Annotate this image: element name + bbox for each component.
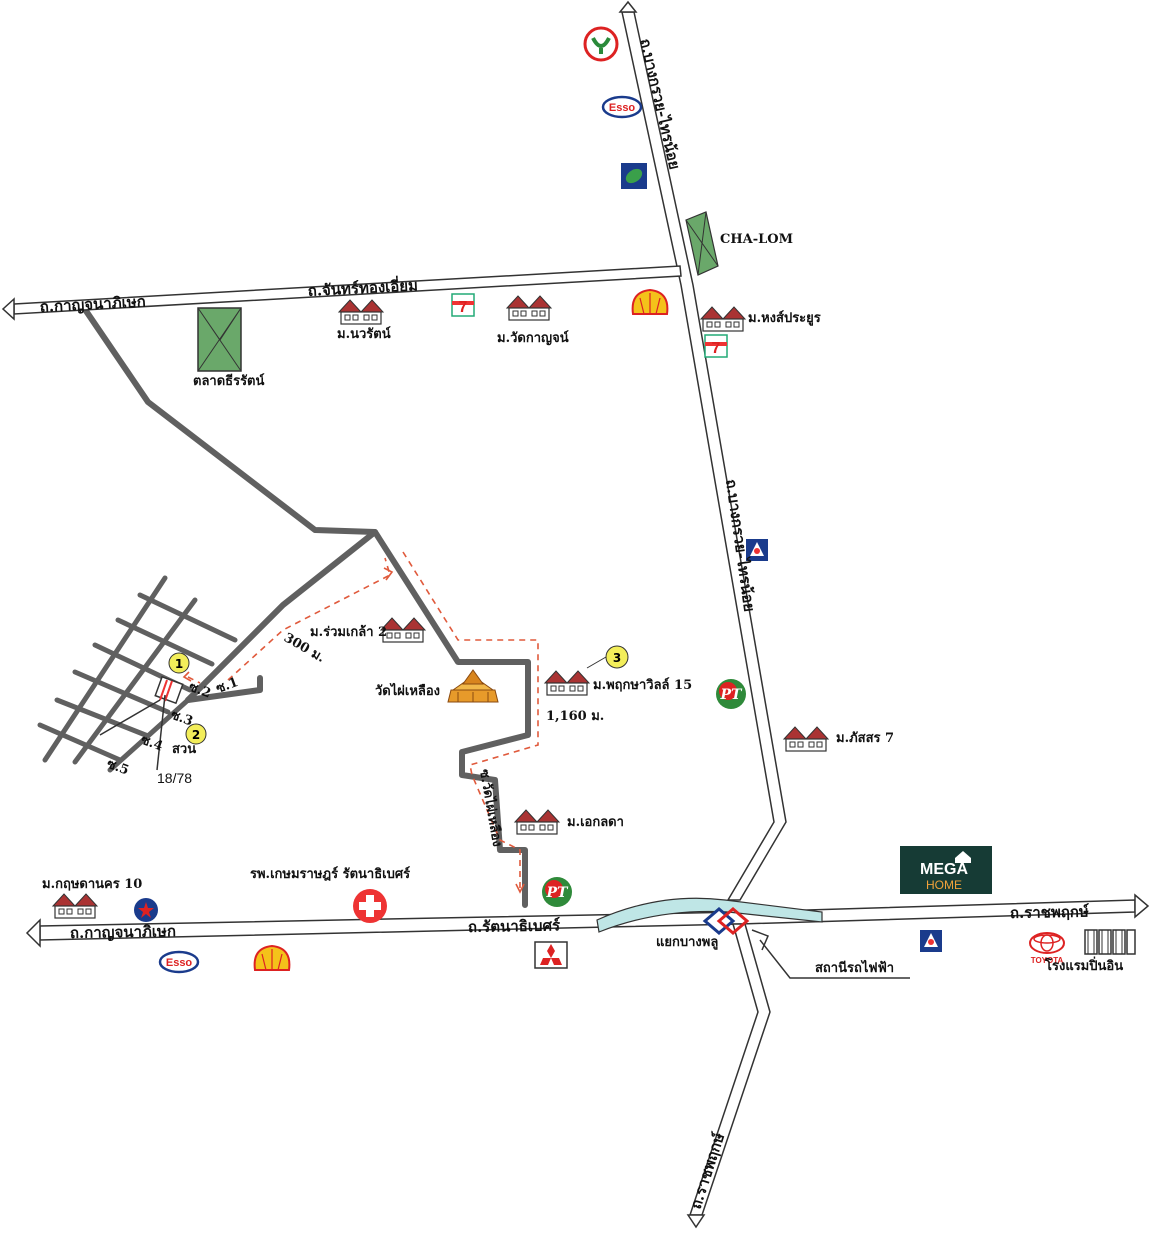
- temple-icon: [447, 669, 499, 703]
- house-hong-prayun-icon: [700, 306, 746, 332]
- route-arrow-3: [515, 883, 525, 894]
- house-phatsorn-icon: [783, 726, 829, 752]
- mega-text: MEGA: [920, 861, 968, 878]
- label-soi-5: ซ.5: [105, 757, 131, 779]
- house-ekladda-icon: [514, 809, 560, 835]
- road-label-ratchaphruek-south: ถ.ราชพฤกษ์: [687, 1130, 729, 1211]
- seven-eleven-icon-2: [704, 334, 728, 358]
- seven-eleven-icon: [451, 293, 475, 317]
- esso-logo-icon: [601, 95, 643, 119]
- road-label-rattanathibet: ถ.รัตนาธิเบศร์: [468, 916, 561, 936]
- marker-1: 1: [168, 652, 190, 674]
- soi-grid: [37, 575, 238, 773]
- marker-2: 2: [185, 723, 207, 745]
- interchange-icon: [702, 907, 750, 935]
- garden-plot: [99, 675, 184, 771]
- marker-2-label: 2: [192, 728, 200, 742]
- label-soi-3: ซ.3: [169, 708, 195, 730]
- mitsubishi-logo-icon: [534, 941, 568, 969]
- route-arrow-1: [383, 567, 394, 581]
- hotel-building-icon: [1084, 929, 1136, 955]
- home-text: HOME: [926, 878, 962, 892]
- market-building-icon: [197, 307, 242, 372]
- pt-logo-icon: [716, 679, 746, 709]
- label-soi-2: ซ.2: [187, 680, 213, 702]
- label-m-wat-kanchana: ม.วัดกาญจน์: [497, 330, 569, 346]
- house-ruam-kla-icon: [380, 617, 426, 643]
- label-house-number: 18/78: [157, 770, 192, 786]
- label-m-ekladda: ม.เอกลดา: [567, 815, 624, 830]
- label-soi-1: ซ.1: [214, 675, 240, 697]
- local-roads: [79, 302, 531, 908]
- label-hospital: รพ.เกษมราษฎร์ รัตนาธิเบศร์: [250, 866, 410, 882]
- label-m-ruam-kla-2: ม.ร่วมเกล้า 2: [310, 624, 387, 640]
- road-label-soi-wat-phai-lueang: ซ.วัดไผ่เหลือง: [476, 768, 506, 848]
- marker-1-label: 1: [175, 657, 183, 671]
- label-hotel: โรงแรมปิ่นอิน: [1044, 956, 1123, 974]
- label-m-nawarat: ม.นวรัตน์: [337, 326, 391, 342]
- label-m-kritsadanakorn-10: ม.กฤษดานคร 10: [42, 877, 142, 892]
- mega-home-logo-icon: MEGA HOME: [900, 846, 992, 894]
- label-m-hong-prayun: ม.หงส์ประยูร: [748, 310, 821, 326]
- pt-logo-icon-2: [542, 877, 572, 907]
- house-nawarat-icon: [338, 299, 384, 325]
- station-pointer: [751, 929, 910, 979]
- label-yaek-bang-phlu: แยกบางพลู: [656, 935, 718, 950]
- label-soi-4: ซ.4: [139, 733, 165, 755]
- esso-logo-icon-2: [158, 950, 200, 974]
- house-wat-kanchana-icon: [506, 295, 552, 321]
- route-path: [187, 551, 539, 890]
- cha-lom-building-icon: [685, 211, 719, 276]
- label-m-phruksa-ville-15: ม.พฤกษาวิลล์ 15: [593, 677, 692, 693]
- caltex-logo-icon: [134, 898, 158, 922]
- skytrain-line: [596, 897, 823, 933]
- label-cha-lom: CHA-LOM: [720, 232, 793, 247]
- label-wat-phai-lueang: วัดไผ่เหลือง: [375, 682, 440, 699]
- road-label-chan-thong-iam: ถ.จันทร์ทองเอี่ยม: [307, 274, 418, 300]
- kbank-logo-icon: [583, 26, 619, 62]
- house-kritsadanakorn-icon: [52, 893, 98, 919]
- leaf-logo-icon: [621, 163, 647, 189]
- road-label-kanchana-west: ถ.กาญจนาภิเษก: [39, 292, 146, 316]
- marker-3-label: 3: [613, 651, 621, 665]
- toyota-text: TOYOTA: [1031, 956, 1064, 965]
- label-garden: สวน: [172, 742, 196, 757]
- road-label-ratchaphruek-east: ถ.ราชพฤกษ์: [1010, 903, 1090, 922]
- shell-logo-icon: [631, 289, 669, 315]
- house-phruksa-icon: [544, 670, 590, 696]
- toyota-logo-icon: TOYOTA: [1029, 932, 1065, 965]
- label-distance-1160: 1,160 ม.: [546, 709, 604, 724]
- road-label-kanchana-bottom: ถ.กาญจนาภิเษก: [70, 922, 176, 942]
- label-talat-thirarat: ตลาดธีรรัตน์: [193, 373, 265, 389]
- label-m-phatsorn-7: ม.ภัสสร 7: [836, 731, 894, 746]
- ptt-logo-icon-2: [920, 930, 942, 952]
- marker-3: 3: [586, 645, 629, 669]
- label-train-station: สถานีรถไฟฟ้า: [815, 959, 894, 976]
- shell-logo-icon-2: [253, 945, 291, 971]
- hospital-icon: [353, 889, 387, 923]
- route-arrow-2: [182, 671, 192, 682]
